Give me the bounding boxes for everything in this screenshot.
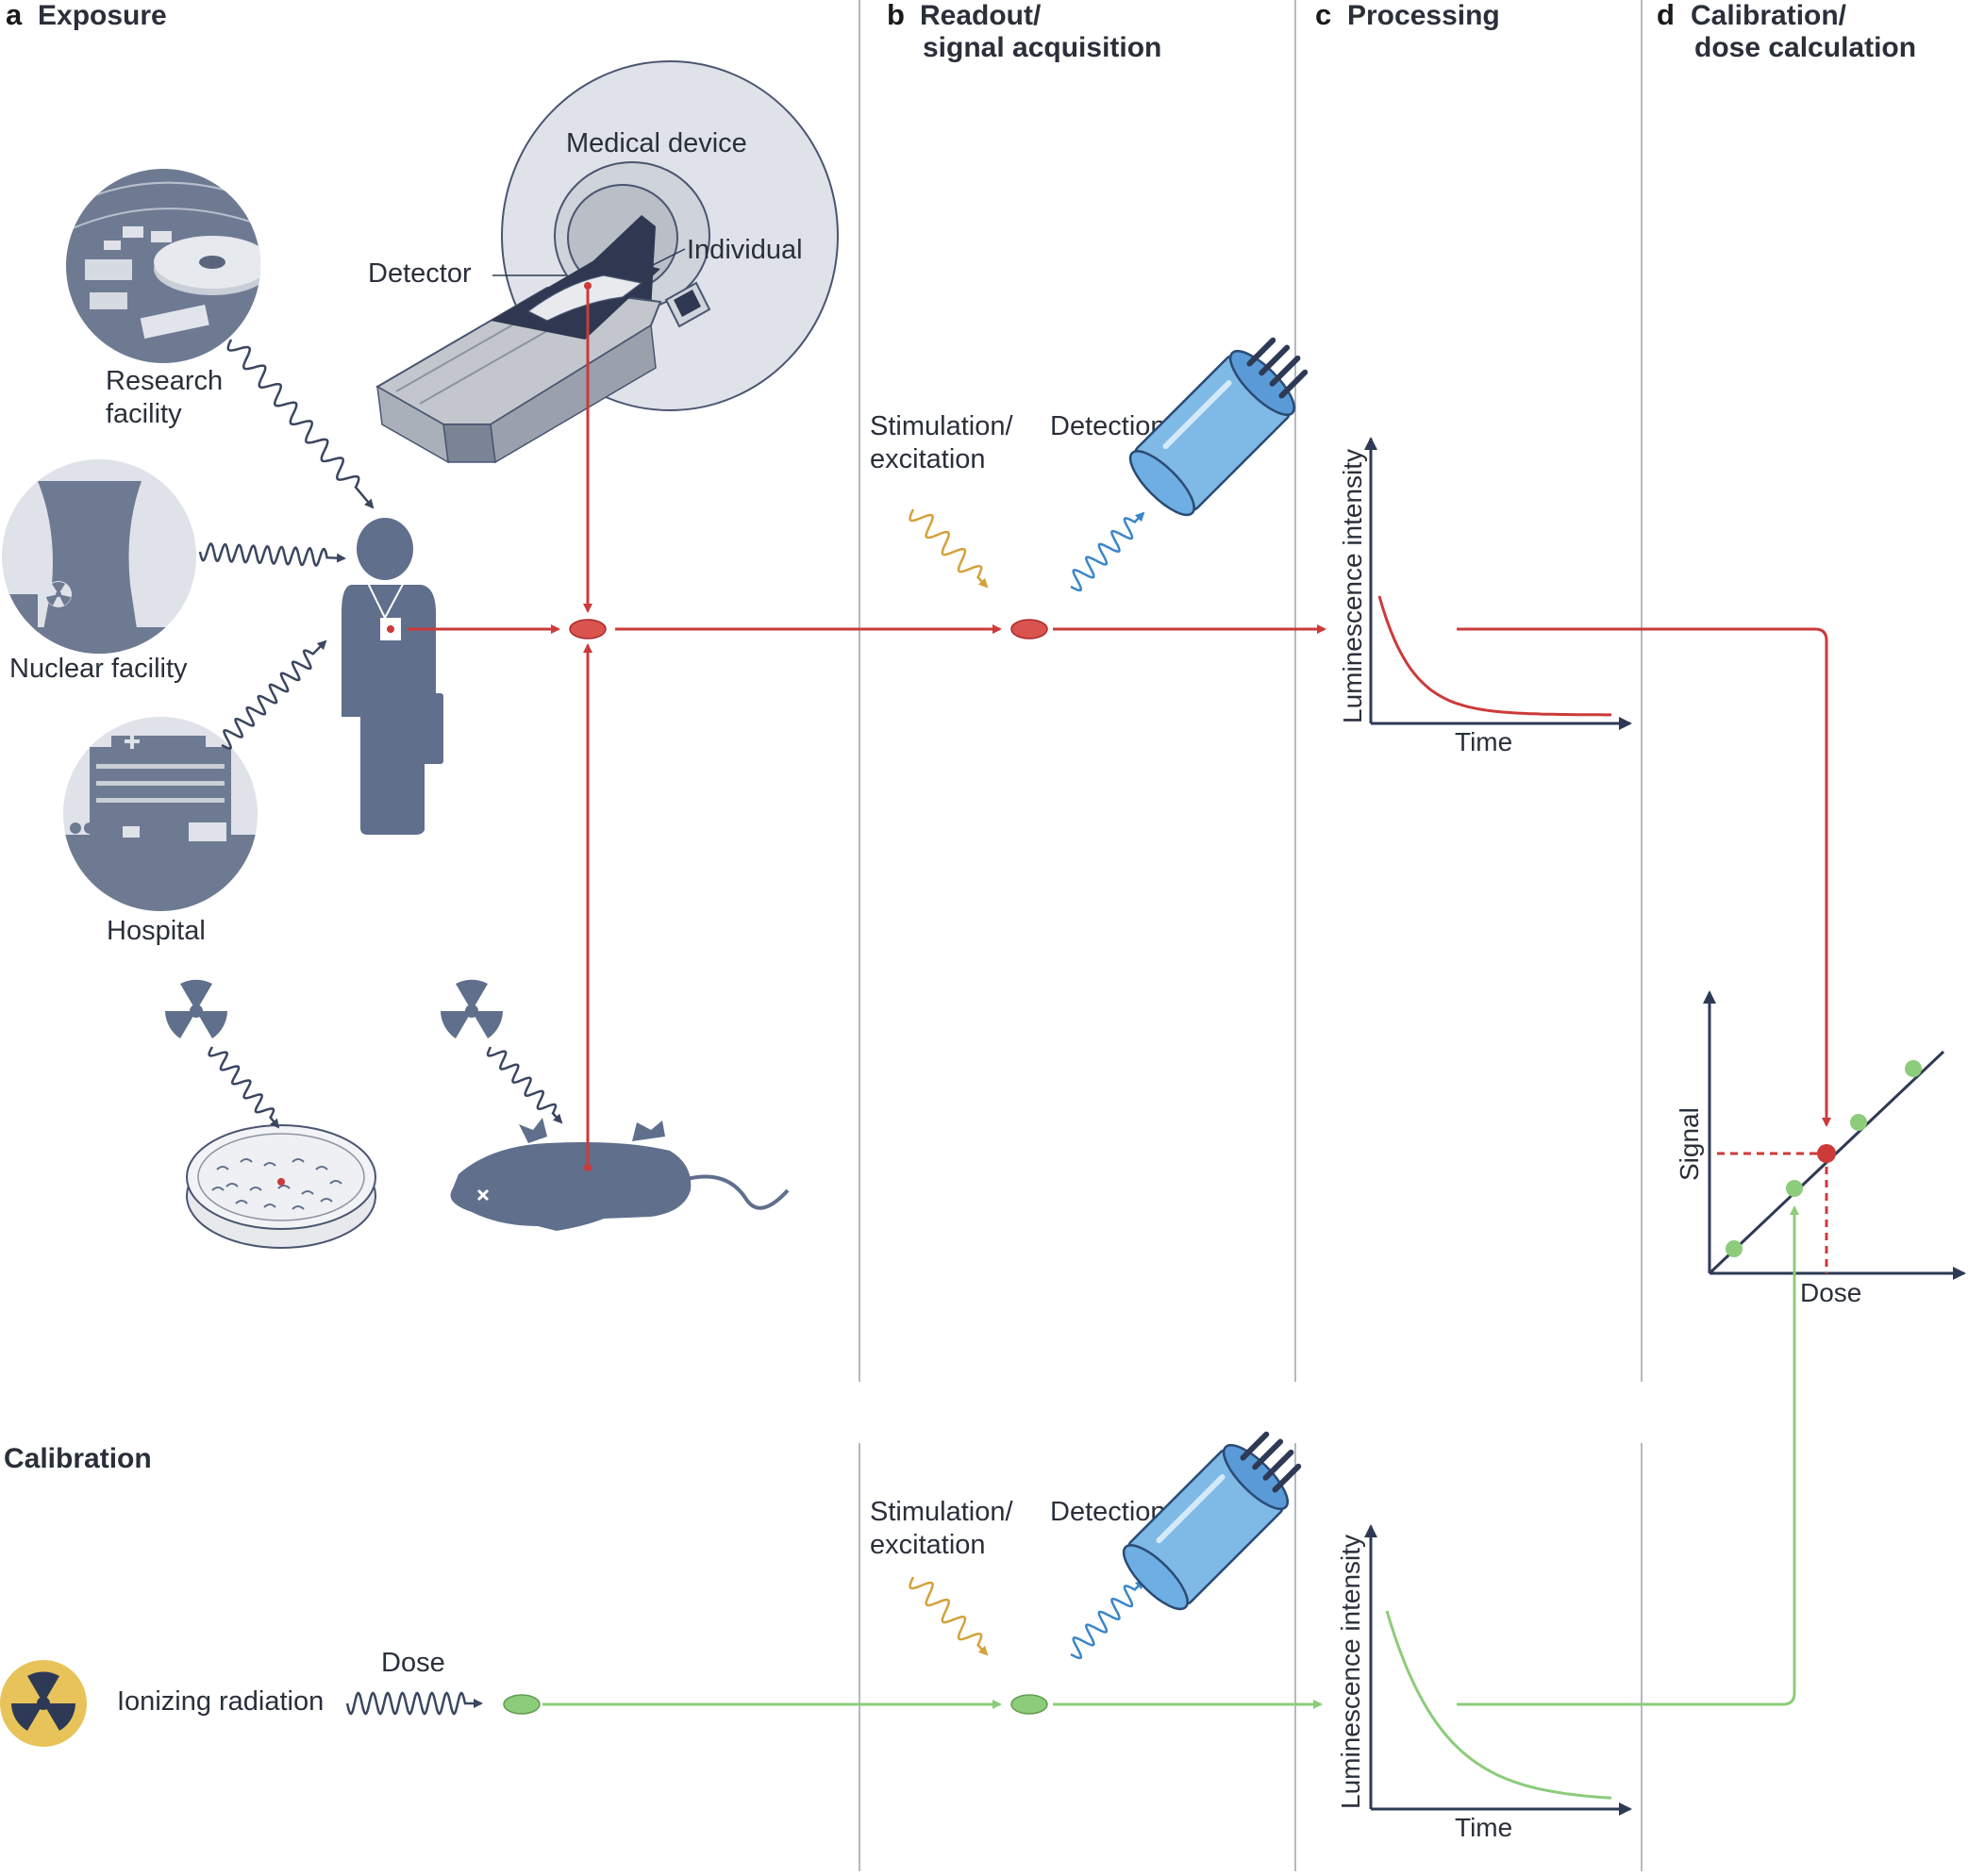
photomultiplier-tube-icon — [1128, 337, 1309, 517]
nuclear-facility-icon — [2, 459, 196, 654]
panel-c-letter: c — [1315, 0, 1331, 31]
calibration-signal-path — [542, 1205, 1799, 1709]
radiation-source-badge-icon — [0, 1660, 87, 1747]
medical-device-scanner — [375, 60, 839, 464]
mouse-eye — [476, 1188, 490, 1202]
calibration-point — [1786, 1180, 1803, 1197]
panel-c-title: Processing — [1347, 0, 1500, 31]
medical-device-label: Medical device — [566, 128, 747, 158]
calibration-stimulation-wave — [909, 1576, 989, 1656]
individual-leader — [650, 248, 686, 267]
panel-a-header: a Exposure — [6, 0, 167, 31]
calibration-row-title: Calibration — [4, 1443, 152, 1474]
processing-x-axis-label: Time — [1455, 727, 1512, 756]
exposure-signal-path — [408, 290, 1831, 1168]
nuclear-radiation-wave — [198, 542, 346, 567]
calibration-detection-label: Detection — [1050, 1497, 1166, 1527]
calibration-readout-sample — [1010, 1694, 1048, 1715]
dose-axis-label: Dose — [1800, 1278, 1861, 1307]
processing-y-axis-label: Luminescence intensity — [1338, 449, 1367, 723]
research-facility-label-line1: Research — [106, 366, 223, 396]
panel-a-title: Exposure — [38, 0, 167, 31]
panel-a-letter: a — [6, 0, 23, 31]
panel-b-header: b Readout/ signal acquisition — [887, 0, 1161, 63]
detection-label: Detection — [1050, 411, 1166, 441]
panel-c-header: c Processing — [1315, 0, 1500, 31]
signal-axis-label: Signal — [1675, 1107, 1704, 1181]
calibration-dose-plot: Signal Dose — [1675, 990, 1966, 1307]
panel-d-letter: d — [1657, 0, 1675, 31]
radiation-trefoil-icon-right — [441, 979, 503, 1038]
measured-dose-point — [1817, 1144, 1836, 1163]
readout-sample — [1010, 619, 1048, 639]
detection-wave — [1070, 511, 1145, 592]
mouse-radiation-wave — [486, 1046, 563, 1124]
stimulation-label-line1: Stimulation/ — [870, 411, 1013, 441]
person-silhouette — [342, 518, 443, 835]
individual-label: Individual — [687, 235, 803, 265]
detector-label: Detector — [368, 258, 472, 289]
calibration-processing-chart: Luminescence intensity Time — [1336, 1524, 1632, 1842]
dish-radiation-wave — [208, 1046, 280, 1129]
nuclear-facility-label: Nuclear facility — [9, 654, 188, 684]
calibration-photomultiplier-tube-icon — [1122, 1431, 1302, 1611]
ionizing-radiation-label: Ionizing radiation — [117, 1686, 324, 1717]
hospital-radiation-wave — [221, 639, 327, 750]
panel-b-title-line1: Readout/ — [920, 0, 1042, 31]
panel-d-title-line1: Calibration/ — [1691, 0, 1847, 31]
panel-b-title-line2: signal acquisition — [923, 32, 1161, 63]
calibration-detection-wave — [1070, 1579, 1145, 1660]
calibration-dose-label: Dose — [381, 1648, 445, 1678]
calibration-point — [1905, 1060, 1922, 1077]
panel-d-header: d Calibration/ dose calculation — [1657, 0, 1916, 63]
calibration-dose-wave — [345, 1691, 483, 1716]
calibration-processing-x-axis-label: Time — [1455, 1813, 1512, 1842]
hospital-icon — [63, 717, 258, 911]
calibration-waves — [345, 1576, 1145, 1716]
mouse-silhouette — [450, 1118, 790, 1231]
calibration-processing-y-axis-label: Luminescence intensity — [1336, 1535, 1365, 1809]
calibration-point — [1850, 1114, 1867, 1131]
panel-b-letter: b — [887, 0, 905, 31]
hospital-label: Hospital — [107, 916, 206, 946]
mouse-detector-dot — [584, 1164, 592, 1171]
exposed-sample — [569, 619, 607, 639]
research-facility-label-line2: facility — [106, 399, 182, 429]
calibration-point — [1726, 1240, 1743, 1257]
stimulation-label-line2: excitation — [870, 444, 986, 474]
processing-decay-chart: Luminescence intensity Time — [1338, 437, 1632, 756]
research-facility-icon — [66, 169, 260, 363]
panel-dividers — [859, 0, 1643, 1871]
badge-detector-dot — [387, 625, 394, 633]
petri-dish-cells — [186, 1124, 376, 1249]
research-radiation-wave — [226, 339, 375, 509]
calibration-sample — [503, 1694, 541, 1715]
calibration-stimulation-label-line1: Stimulation/ — [870, 1497, 1013, 1527]
exposure-radiation-waves — [198, 339, 563, 1129]
radiation-trefoil-icon-left — [165, 979, 227, 1038]
stimulation-wave — [909, 508, 989, 589]
panel-d-title-line2: dose calculation — [1694, 32, 1916, 63]
readout-waves — [909, 508, 1145, 592]
calibration-stimulation-label-line2: excitation — [870, 1530, 986, 1560]
luminescence-decay-curve — [1377, 595, 1611, 717]
calibration-decay-curve — [1385, 1610, 1612, 1800]
